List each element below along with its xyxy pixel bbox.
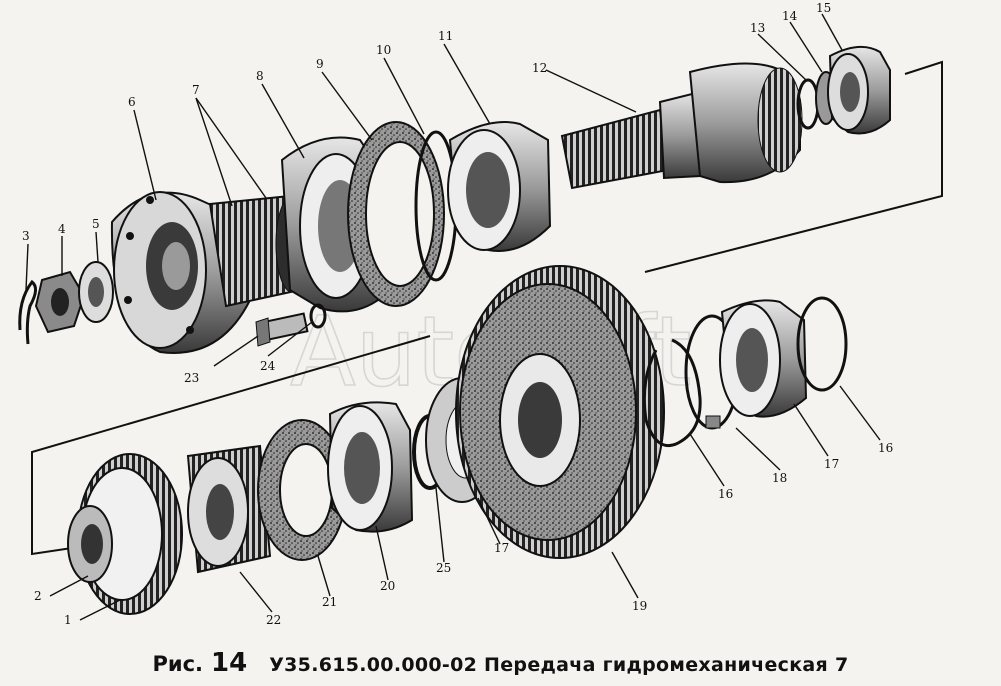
callout-23: 23: [184, 371, 199, 385]
lower-gear-train: [67, 265, 848, 615]
part-21-friction-disc: [257, 419, 347, 561]
part-20-bearing: [327, 401, 414, 533]
figure-number: 14: [211, 648, 248, 678]
part-12-shaft: [560, 62, 803, 190]
callout-12: 12: [532, 61, 547, 75]
callout-20: 20: [380, 579, 395, 593]
callout-8: 8: [256, 69, 264, 83]
callout-1: 1: [64, 613, 72, 627]
callout-5: 5: [92, 217, 100, 231]
bracket-lines: [31, 60, 943, 556]
leader-lines: [25, 13, 881, 621]
callout-labels: 3 4 5 6 7 8 9 10 11 12 13 14 15 16 16 17…: [22, 1, 893, 627]
callout-15: 15: [816, 1, 831, 15]
callout-17-right: 17: [824, 457, 839, 471]
callout-3: 3: [22, 229, 30, 243]
part-16-ring-right: [796, 296, 848, 392]
callout-7: 7: [192, 83, 200, 97]
upper-shaft-assembly: [18, 45, 891, 354]
part-15-bearing: [827, 45, 891, 135]
part-24-washer: [309, 303, 327, 329]
part-4-nut: [34, 270, 86, 334]
part-11-bearing: [447, 121, 552, 252]
callout-9: 9: [316, 57, 324, 71]
callout-2: 2: [34, 589, 42, 603]
part-23-bolt: [255, 312, 309, 347]
callout-17-mid: 17: [494, 541, 509, 555]
part-22-sun-gear: [186, 444, 272, 574]
part-6-flange: [110, 191, 252, 354]
callout-14: 14: [782, 9, 798, 23]
figure-title: У35.615.00.000-02 Передача гидромеханиче…: [269, 654, 849, 676]
part-19-large-gear: [455, 265, 665, 559]
part-5-washer: [78, 261, 114, 323]
callout-18: 18: [772, 471, 787, 485]
part-3-cotter-pin: [18, 279, 37, 345]
callout-13: 13: [750, 21, 765, 35]
part-2-hub: [67, 505, 113, 583]
callout-22: 22: [266, 613, 281, 627]
callout-21: 21: [322, 595, 337, 609]
callout-19: 19: [632, 599, 647, 613]
callout-24: 24: [260, 359, 276, 373]
callout-16-right: 16: [878, 441, 893, 455]
callout-10: 10: [376, 43, 391, 57]
callout-16-mid: 16: [718, 487, 733, 501]
callout-6: 6: [128, 95, 136, 109]
callout-25: 25: [436, 561, 451, 575]
figure-label: Рис.14: [152, 648, 248, 678]
part-17-bearing-upper: [719, 299, 808, 418]
part-16-snap-ring: [642, 338, 702, 447]
callout-4: 4: [58, 222, 66, 236]
figure-caption: Рис.14 У35.615.00.000-02 Передача гидром…: [0, 648, 1001, 682]
callout-11: 11: [438, 29, 453, 43]
